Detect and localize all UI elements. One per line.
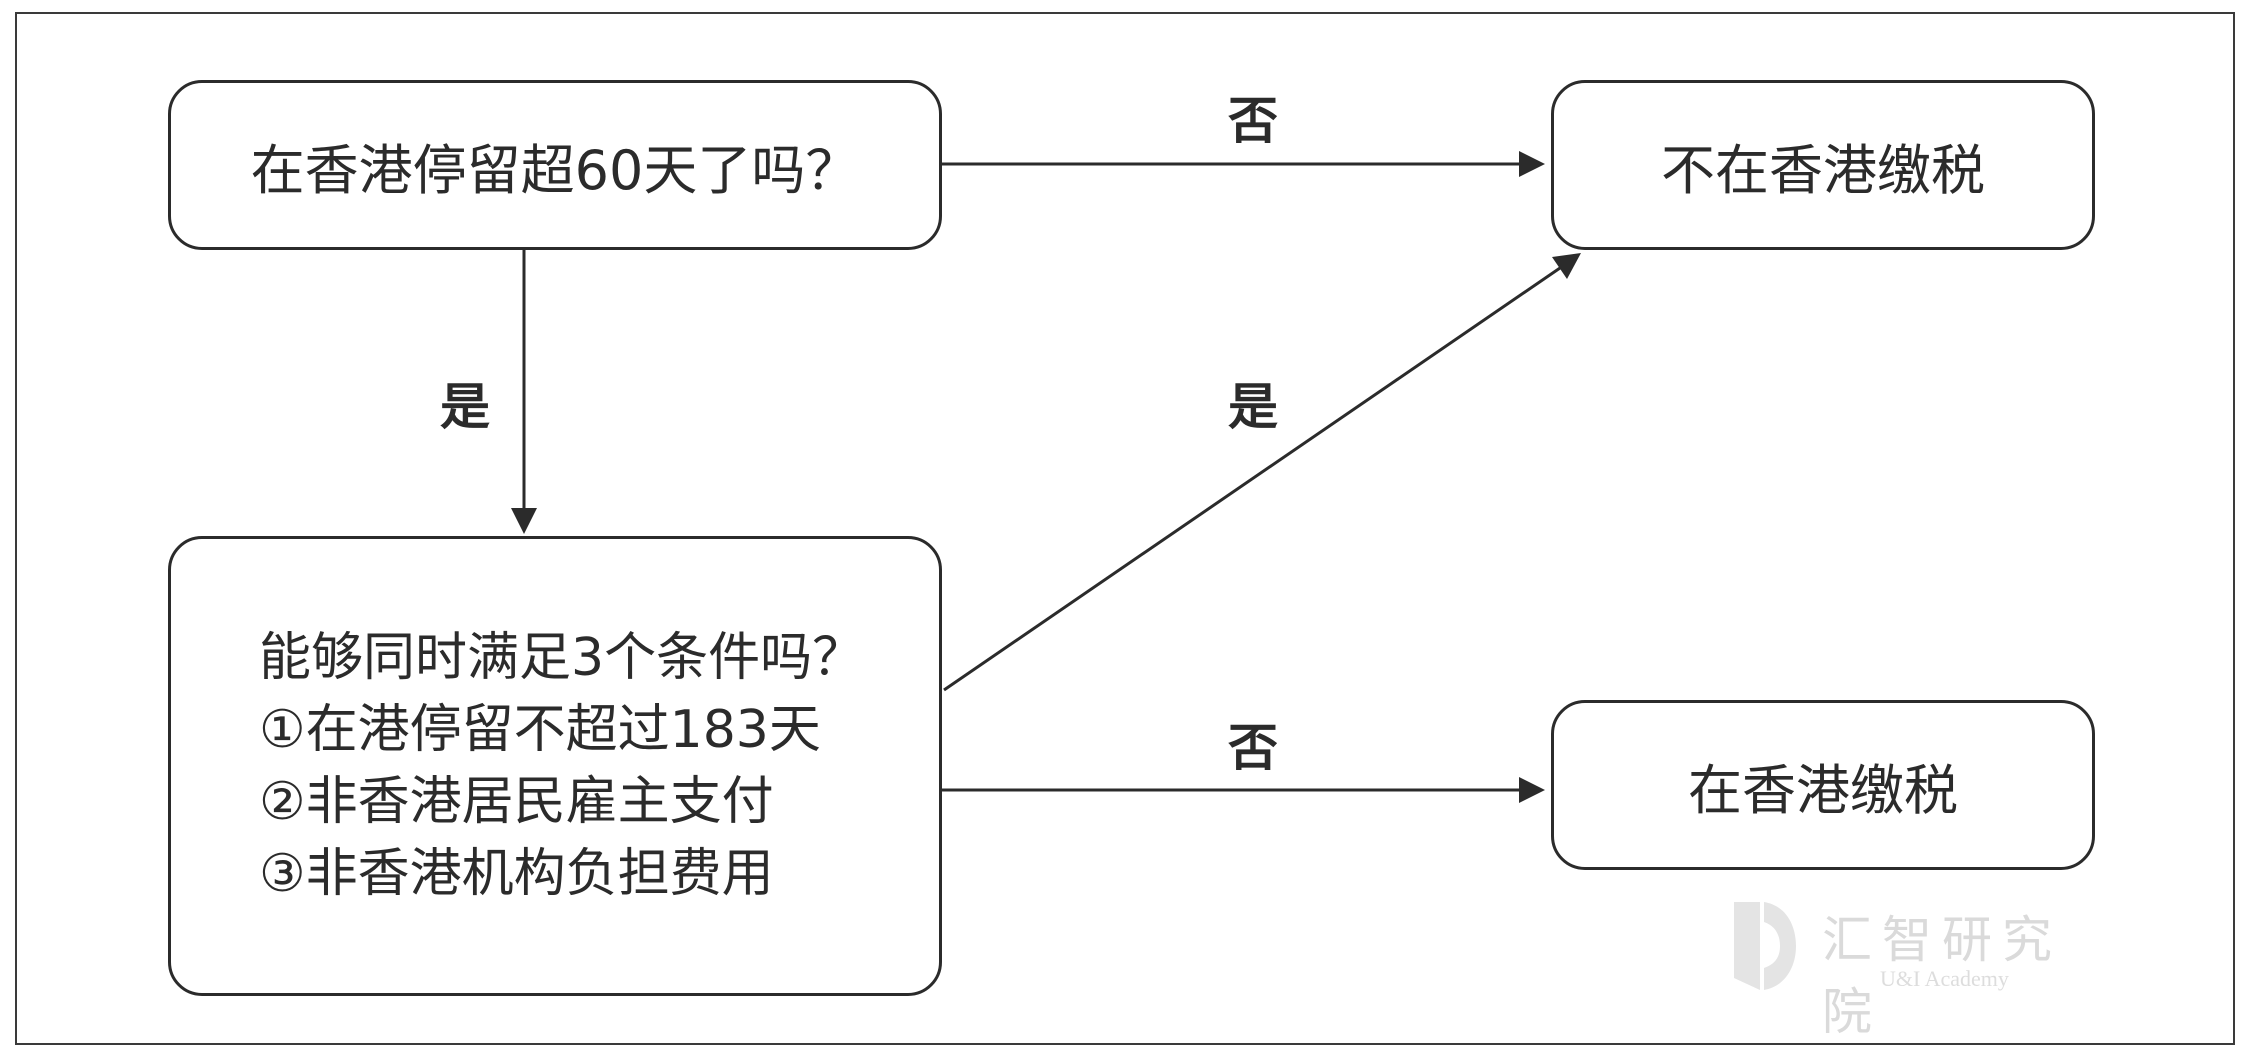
edge-q1-no [942, 151, 1545, 177]
node-no-hk-tax: 不在香港缴税 [1551, 80, 2095, 250]
edge-q2-yes [943, 253, 1581, 692]
diagram-frame [15, 12, 2235, 1045]
academy-logo-icon [1734, 902, 1796, 990]
watermark-cn: 汇智研究院 [1822, 911, 2062, 1041]
arrowhead [1519, 777, 1545, 803]
node-hk-tax: 在香港缴税 [1551, 700, 2095, 870]
arrowhead [1552, 253, 1581, 279]
edge-q2-no [942, 777, 1545, 803]
condition-item-1: ①在港停留不超过183天 [259, 700, 821, 760]
condition-question: 能够同时满足3个条件吗？ [259, 628, 865, 688]
edge-label-yes: 是 [1228, 378, 1278, 436]
edge-label-yes: 是 [440, 378, 490, 436]
node-label: 在香港停留超60天了吗？ [250, 138, 860, 202]
arrowhead [511, 508, 537, 534]
edge-label-no: 否 [1228, 92, 1278, 150]
condition-item-2: ②非香港居民雇主支付 [259, 772, 774, 832]
edge-q1-yes [511, 250, 537, 534]
watermark: 汇智研究院 U&I Academy [1730, 898, 2090, 1041]
node-three-conditions: 能够同时满足3个条件吗？ ①在港停留不超过183天 ②非香港居民雇主支付 ③非香… [168, 536, 942, 996]
node-stay-over-60-days: 在香港停留超60天了吗？ [168, 80, 942, 250]
node-label: 不在香港缴税 [1661, 138, 1985, 202]
condition-item-3: ③非香港机构负担费用 [259, 844, 774, 904]
edge-label-no: 否 [1228, 719, 1278, 777]
watermark-en: U&I Academy [1880, 966, 2009, 991]
arrowhead [1519, 151, 1545, 177]
node-label: 在香港缴税 [1688, 758, 1958, 822]
